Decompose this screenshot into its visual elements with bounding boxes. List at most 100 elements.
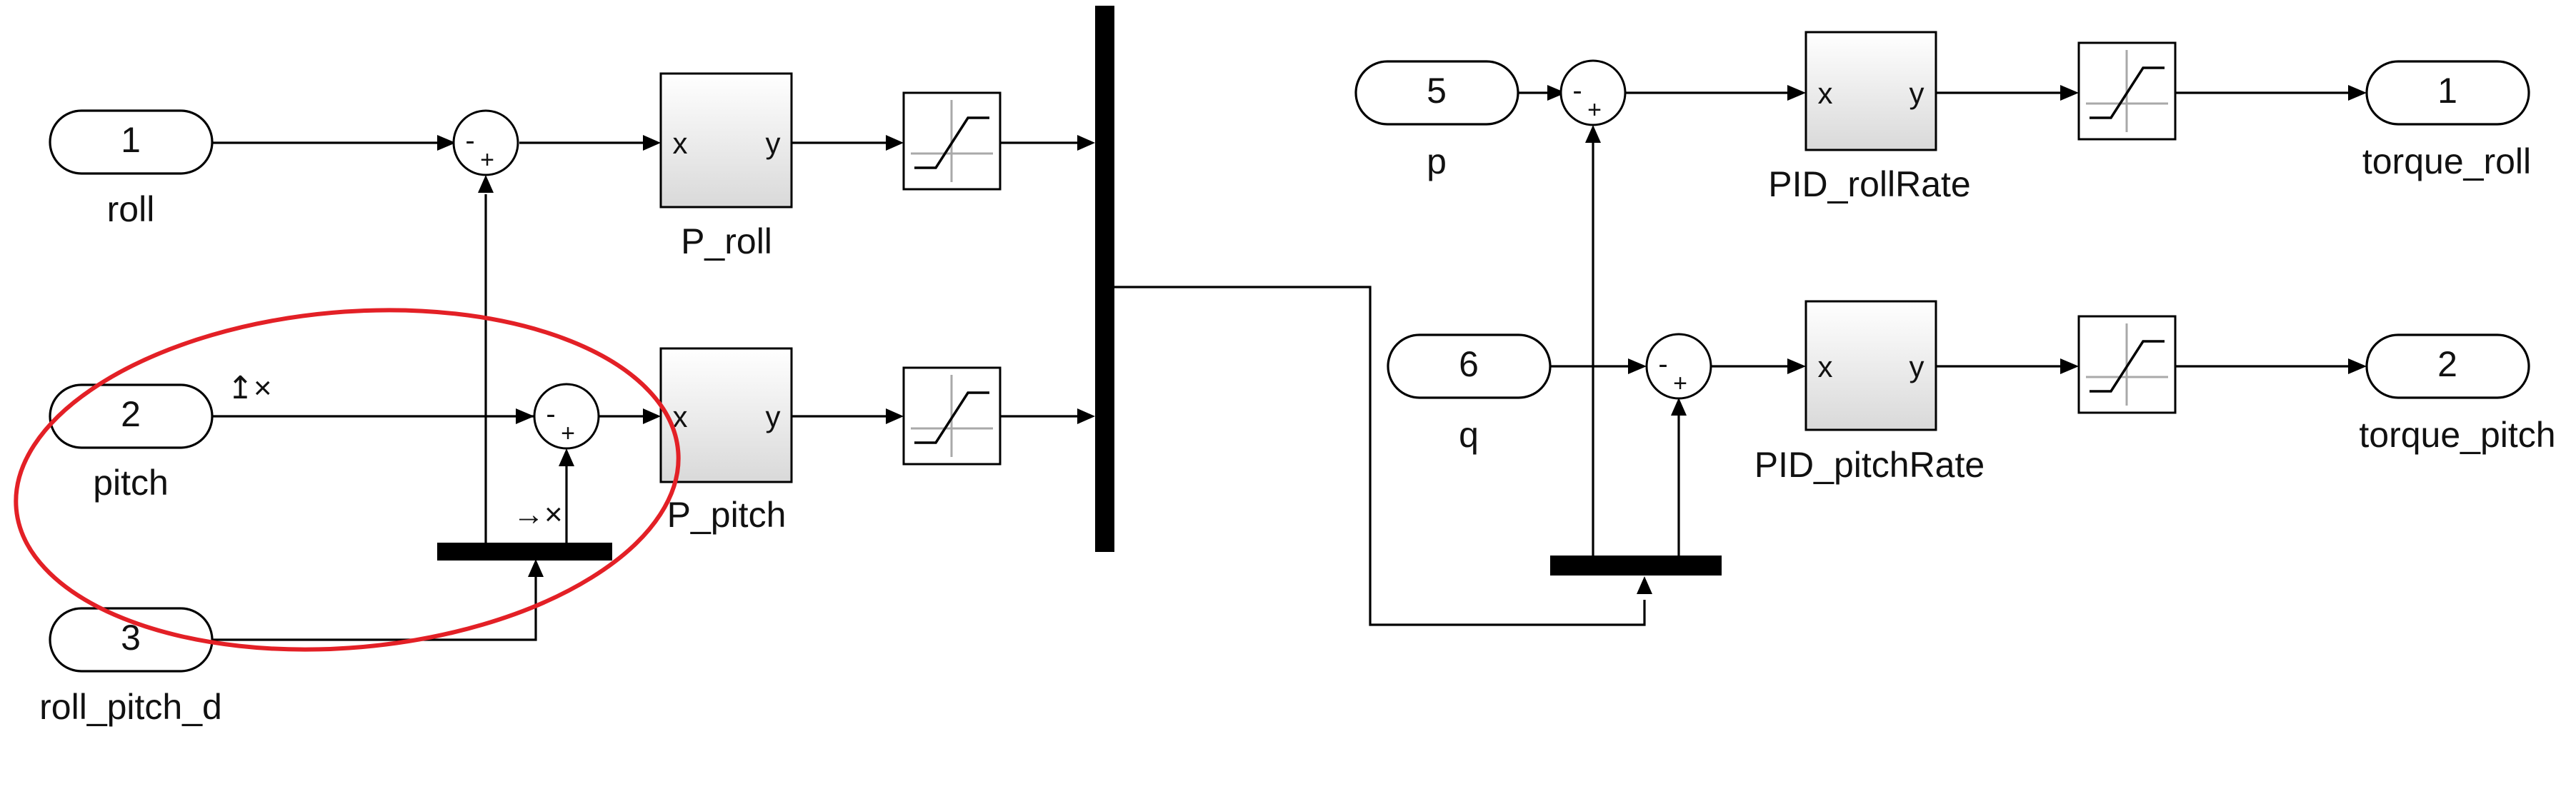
inport-roll-pitch-d[interactable]: 3 roll_pitch_d: [39, 607, 222, 727]
sum-minus-sign: -: [465, 125, 474, 156]
arrowhead: [478, 175, 494, 193]
wire-roll-pitch-d-to-demux[interactable]: [212, 570, 537, 641]
outport-torque-roll[interactable]: 1 torque_roll: [2362, 60, 2531, 181]
subsystem-p-pitch[interactable]: x y P_pitch: [659, 347, 793, 535]
subsystem-label: PID_rollRate: [1768, 164, 1970, 204]
subsystem-out-port: y: [1909, 76, 1924, 110]
outport-shape[interactable]: [2365, 333, 2530, 399]
inport-p[interactable]: 5 p: [1354, 60, 1519, 181]
subsystem-in-port: x: [673, 126, 688, 160]
arrowheads: [437, 85, 2367, 594]
sum-plus-sign: +: [1587, 96, 1602, 124]
arrowhead: [2348, 358, 2367, 374]
inport-roll[interactable]: 1 roll: [49, 109, 214, 229]
inport-label: roll_pitch_d: [39, 687, 222, 727]
sum-roll-rate[interactable]: - +: [1559, 59, 1627, 126]
arrowhead: [437, 135, 456, 151]
signal-lines: [212, 91, 2351, 641]
arrowhead: [1787, 85, 1806, 101]
outport-number: 1: [2437, 71, 2457, 111]
subsystem-shape[interactable]: [659, 347, 793, 483]
subsystem-p-roll[interactable]: x y P_roll: [659, 72, 793, 261]
arrowhead: [2060, 85, 2079, 101]
outport-number: 2: [2437, 344, 2457, 384]
sum-minus-sign: -: [1572, 75, 1582, 106]
saturation-curve: [914, 391, 989, 444]
saturation-roll[interactable]: [902, 91, 1002, 191]
subsystem-in-port: x: [673, 400, 688, 433]
arrowhead: [1585, 125, 1601, 143]
arrowhead: [1637, 576, 1652, 594]
sum-shape[interactable]: [452, 109, 519, 176]
saturation-curve: [2090, 66, 2165, 119]
inport-label: q: [1459, 415, 1479, 455]
subsystem-label: P_pitch: [667, 495, 787, 535]
arrowhead: [1628, 358, 1647, 374]
arrowhead: [559, 448, 574, 466]
subsystem-label: P_roll: [681, 221, 772, 261]
inport-shape[interactable]: [1354, 60, 1519, 126]
subsystem-out-port: y: [766, 400, 781, 433]
inport-number: 2: [121, 394, 141, 434]
inport-label: p: [1427, 141, 1447, 181]
inport-shape[interactable]: [49, 383, 214, 449]
arrowhead: [643, 135, 661, 151]
sum-plus-sign: +: [561, 420, 575, 447]
arrowhead: [1077, 135, 1095, 151]
inport-pitch[interactable]: 2 pitch: [49, 383, 214, 503]
sum-plus-sign: +: [480, 146, 494, 174]
subsystem-pid-roll-rate[interactable]: x y PID_rollRate: [1768, 31, 1971, 204]
wire-mux-to-demux-rate[interactable]: [1114, 286, 1646, 626]
arrowhead: [886, 408, 904, 424]
sum-roll[interactable]: - +: [452, 109, 519, 176]
subsystem-out-port: y: [766, 126, 781, 160]
arrowhead: [643, 408, 661, 424]
subsystem-label: PID_pitchRate: [1754, 445, 1985, 485]
inport-number: 5: [1427, 71, 1447, 111]
inport-number: 6: [1459, 344, 1479, 384]
arrowhead: [528, 559, 544, 577]
sum-minus-sign: -: [1658, 348, 1667, 380]
inport-label: roll: [107, 189, 155, 229]
outport-shape[interactable]: [2365, 60, 2530, 126]
subsystem-in-port: x: [1818, 350, 1833, 383]
arrowhead: [886, 135, 904, 151]
arrowhead: [516, 408, 534, 424]
saturation-curve: [914, 116, 989, 169]
pitch-signal-marker: ↥×: [227, 371, 272, 406]
saturation-pitch[interactable]: [902, 366, 1002, 466]
arrowhead: [1547, 85, 1566, 101]
inport-shape[interactable]: [49, 607, 214, 673]
sum-pitch[interactable]: - +: [533, 383, 600, 450]
saturation-curve: [2090, 340, 2165, 393]
inport-shape[interactable]: [49, 109, 214, 175]
arrowhead: [2348, 85, 2367, 101]
sum-shape[interactable]: [533, 383, 600, 450]
subsystem-in-port: x: [1818, 76, 1833, 110]
subsystem-out-port: y: [1909, 350, 1924, 383]
sum-minus-sign: -: [546, 398, 555, 430]
arrowhead: [1077, 408, 1095, 424]
outport-label: torque_pitch: [2359, 415, 2555, 455]
outport-torque-pitch[interactable]: 2 torque_pitch: [2359, 333, 2556, 455]
subsystem-shape[interactable]: [1804, 31, 1937, 151]
sum-shape[interactable]: [1559, 59, 1627, 126]
subsystem-pid-pitch-rate[interactable]: x y PID_pitchRate: [1754, 300, 1985, 485]
inport-shape[interactable]: [1387, 333, 1552, 399]
saturation-roll-rate[interactable]: [2077, 41, 2177, 141]
sum-pitch-rate[interactable]: - +: [1645, 333, 1712, 400]
inport-number: 1: [121, 120, 141, 160]
subsystem-shape[interactable]: [659, 72, 793, 208]
subsystem-shape[interactable]: [1804, 300, 1937, 431]
mux-bar[interactable]: [1095, 6, 1114, 552]
saturation-pitch-rate[interactable]: [2077, 315, 2177, 414]
demux-bar-rates[interactable]: [1550, 556, 1722, 576]
inport-q[interactable]: 6 q: [1387, 333, 1552, 455]
inport-label: pitch: [93, 463, 169, 503]
outport-label: torque_roll: [2362, 141, 2531, 181]
arrowhead: [2060, 358, 2079, 374]
sum-shape[interactable]: [1645, 333, 1712, 400]
sum-plus-sign: +: [1673, 370, 1687, 397]
demux-bar-roll-pitch[interactable]: [437, 543, 612, 561]
